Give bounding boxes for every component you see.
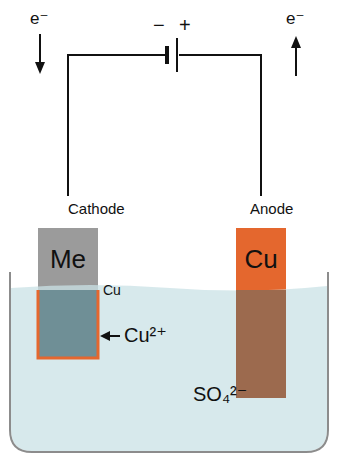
battery-positive-plate [176, 38, 178, 72]
electron-arrow [295, 46, 297, 76]
electrode-node: CathodeMe [30, 196, 140, 358]
polarity-sign: + [179, 14, 191, 36]
arrow-head [100, 331, 110, 341]
arrow-head [35, 62, 45, 74]
ion-label: SO₄²⁻ [193, 383, 247, 405]
anode-submerged [236, 290, 286, 398]
copper-plating [38, 290, 98, 358]
electrode-heading: Anode [250, 196, 293, 217]
electrode-material: Me [38, 244, 98, 275]
electrode-node: AnodeCu [236, 196, 326, 398]
electrode-material: Cu [236, 244, 286, 275]
deposit-label: Cu [103, 283, 121, 298]
electrode-heading: Cathode [68, 196, 125, 217]
polarity-sign: − [153, 14, 165, 36]
circuit-wire [68, 55, 261, 196]
plated-cathode [38, 290, 98, 358]
electron-label: e⁻ [286, 10, 304, 29]
ion-label: Cu²⁺ [124, 324, 167, 346]
anode-electrode [236, 228, 286, 398]
electrolyte [11, 285, 327, 451]
electron-arrow [39, 34, 41, 64]
cathode-electrode [38, 228, 98, 358]
battery-negative-plate [165, 46, 169, 64]
arrow-head [291, 36, 301, 48]
electron-label: e⁻ [30, 10, 48, 29]
beaker [10, 272, 328, 452]
